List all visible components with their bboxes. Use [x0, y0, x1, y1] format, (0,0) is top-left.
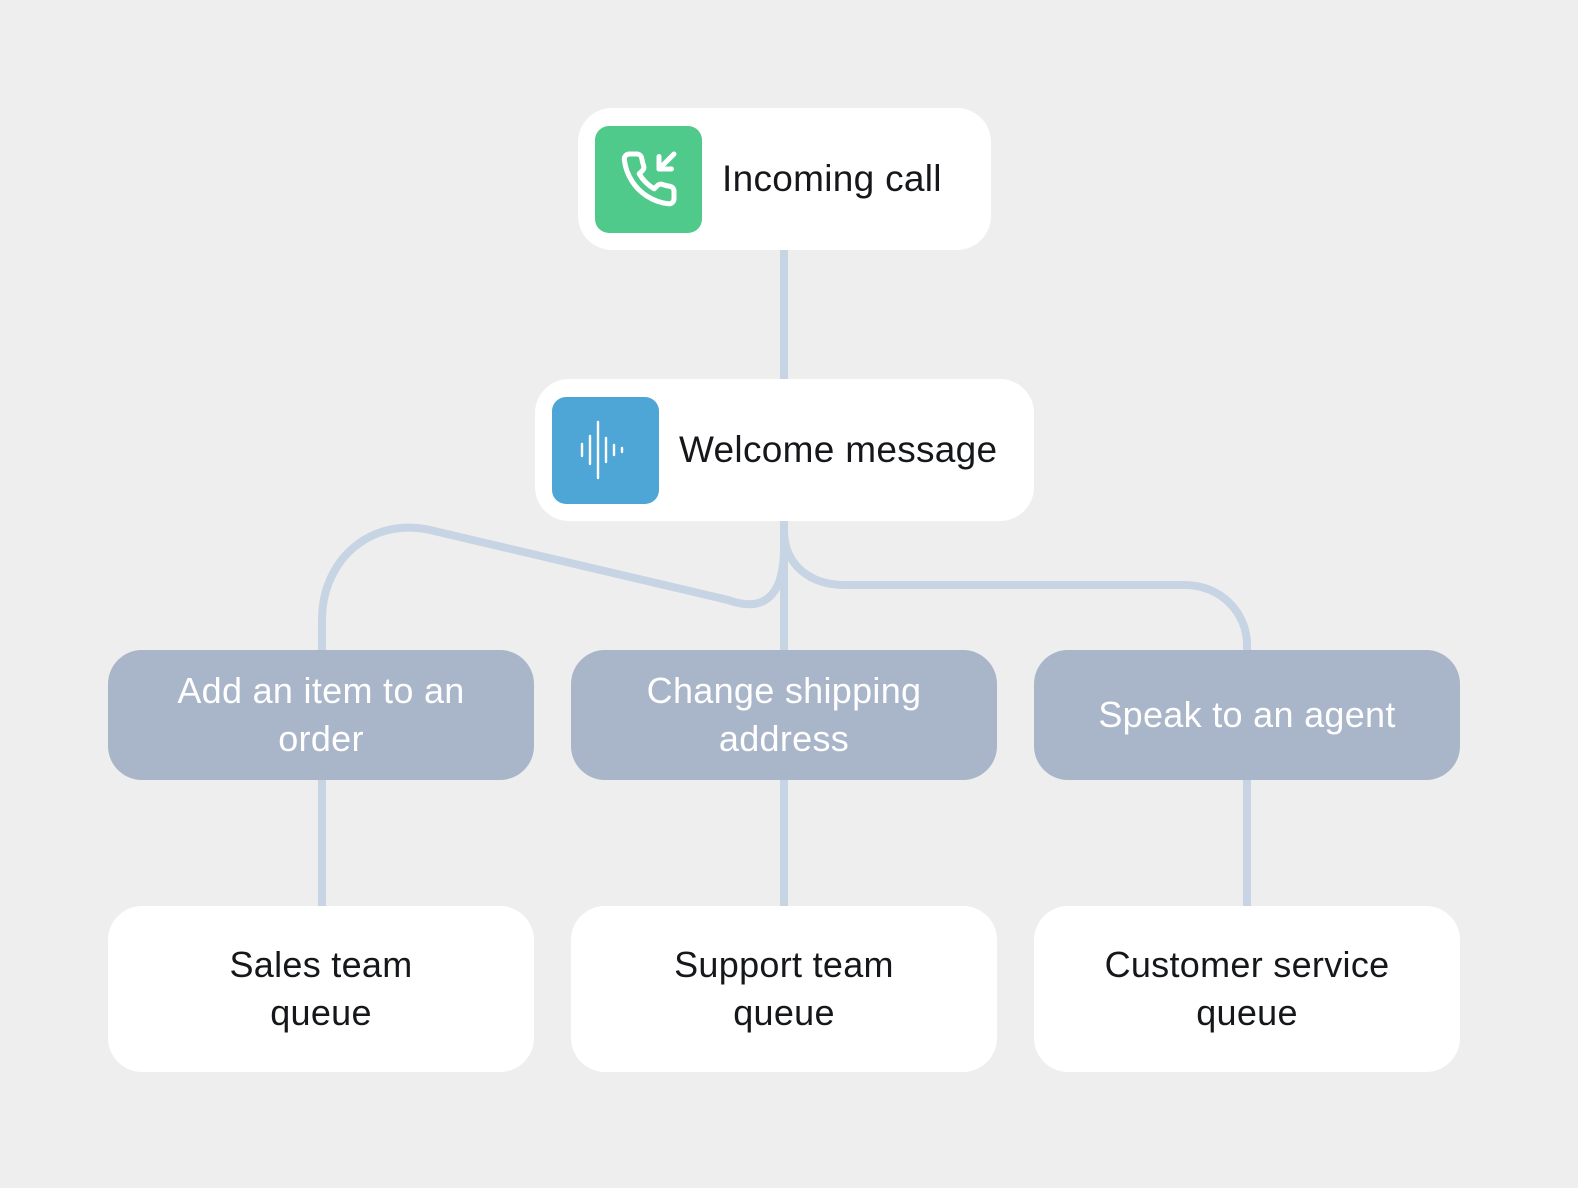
queue-label: Sales team queue	[229, 944, 413, 1033]
queue-support[interactable]: Support team queue	[571, 906, 997, 1072]
queue-customer-service[interactable]: Customer service queue	[1034, 906, 1460, 1072]
option-label: Add an item to an order	[177, 670, 465, 759]
welcome-message-label: Welcome message	[679, 429, 998, 470]
queue-label: Support team queue	[674, 944, 894, 1033]
edge-welcome-to-speak-agent	[780, 517, 1251, 654]
option-change-address[interactable]: Change shipping address	[571, 650, 997, 780]
option-label: Change shipping address	[646, 670, 922, 759]
option-label: Speak to an agent	[1098, 694, 1396, 735]
audio-waveform-icon	[552, 396, 659, 504]
incoming-call-icon	[595, 125, 702, 233]
queue-label: Customer service queue	[1104, 944, 1390, 1033]
incoming-call-node[interactable]: Incoming call	[578, 108, 991, 250]
option-add-item[interactable]: Add an item to an order	[108, 650, 534, 780]
queue-sales[interactable]: Sales team queue	[108, 906, 534, 1072]
welcome-message-node[interactable]: Welcome message	[535, 379, 1034, 521]
option-speak-agent[interactable]: Speak to an agent	[1034, 650, 1460, 780]
edge-welcome-to-add-item	[318, 517, 788, 654]
incoming-call-label: Incoming call	[722, 158, 942, 199]
